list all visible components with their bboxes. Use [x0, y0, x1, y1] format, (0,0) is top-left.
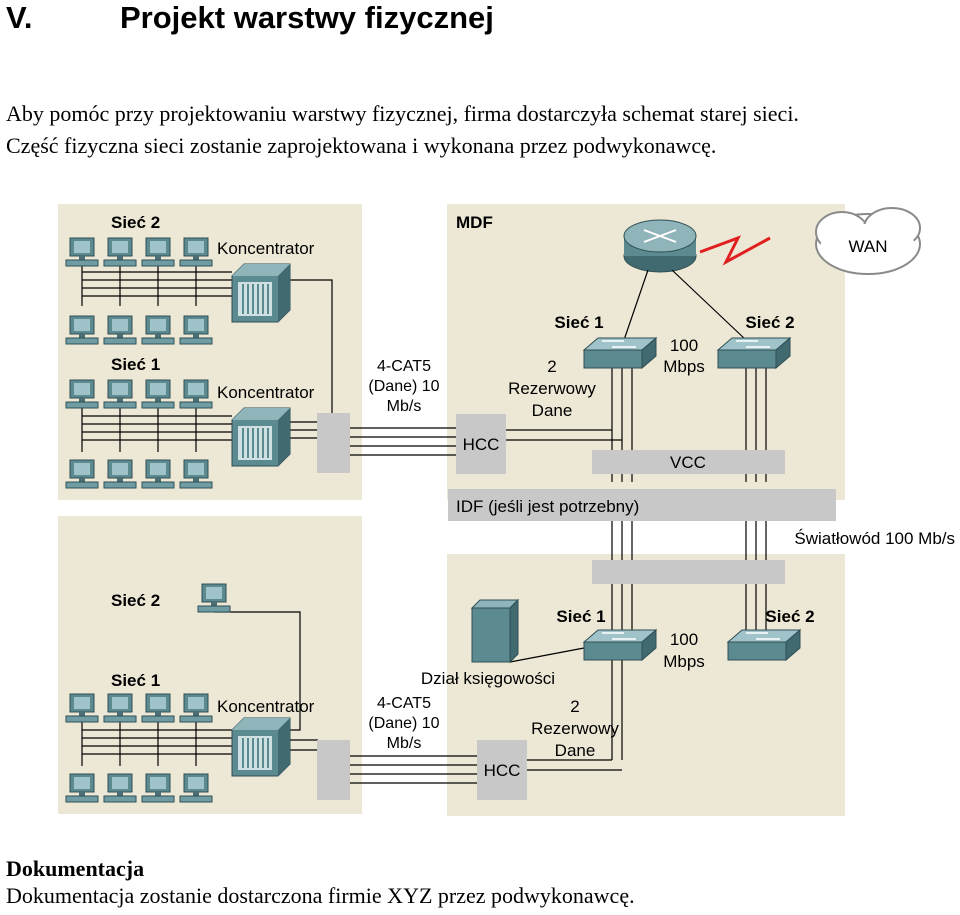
bottom-cable-label-3: Mb/s: [387, 735, 422, 752]
top-cable-label-3: Mb/s: [387, 398, 422, 415]
section-title: Projekt warstwy fizycznej: [120, 0, 494, 35]
network-diagram: Sieć 2 Koncentrator Sieć 1 Koncentrator …: [58, 204, 955, 816]
lower-reserve-label-3: Dane: [555, 741, 596, 760]
computer-icon: [103, 773, 137, 803]
documentation-heading: Dokumentacja: [6, 856, 145, 881]
computer-icon: [103, 379, 137, 409]
bottom-left-hub-label: Koncentrator: [217, 697, 315, 716]
computer-icon: [103, 693, 137, 723]
mdf-label: MDF: [456, 213, 493, 232]
top-left-net2-label: Sieć 2: [111, 213, 160, 232]
computer-icon: [141, 773, 175, 803]
building-top-left-panel: [58, 204, 362, 500]
hcc-box-bottom: [477, 740, 527, 800]
mdf-speed-label-2: Mbps: [663, 357, 705, 376]
patch-panel-bottom: [317, 740, 350, 800]
hcc-label-top: HCC: [463, 435, 500, 454]
section-number: V.: [6, 0, 33, 35]
bottom-left-net1-label: Sieć 1: [111, 671, 160, 690]
computer-icon: [179, 315, 213, 345]
top-left-hub2-label: Koncentrator: [217, 239, 315, 258]
computer-icon: [179, 459, 213, 489]
server-icon: [470, 598, 520, 664]
top-left-net1-label: Sieć 1: [111, 355, 160, 374]
mdf-reserve-label-2: Rezerwowy: [508, 379, 596, 398]
lower-net1-label: Sieć 1: [556, 607, 605, 626]
intro-line-1: Aby pomóc przy projektowaniu warstwy fiz…: [6, 101, 799, 126]
computer-icon: [141, 459, 175, 489]
computer-icon: [141, 315, 175, 345]
bottom-cable-label-1: 4-CAT5: [377, 695, 431, 712]
hub-icon: [231, 407, 291, 467]
wan-link-lightning: [699, 235, 771, 266]
computer-icon: [65, 379, 99, 409]
computer-icon: [197, 583, 231, 613]
intro-line-2: Część fizyczna sieci zostanie zaprojekto…: [6, 133, 717, 158]
computer-icon: [65, 315, 99, 345]
lower-net2-label: Sieć 2: [765, 607, 814, 626]
computer-icon: [179, 379, 213, 409]
switch-icon: [717, 337, 791, 369]
computer-icon: [65, 693, 99, 723]
bottom-left-net2-label: Sieć 2: [111, 591, 160, 610]
fiber-links: [611, 521, 767, 560]
switch-icon: [727, 629, 801, 661]
computer-icon: [141, 693, 175, 723]
bottom-left-cabling: [81, 611, 318, 766]
mdf-reserve-label-3: Dane: [532, 401, 573, 420]
bottom-cable-label-2: (Dane) 10: [368, 715, 439, 732]
router-icon: [623, 219, 697, 273]
intro-paragraph: Aby pomóc przy projektowaniu warstwy fiz…: [6, 98, 956, 162]
accounting-label: Dział księgowości: [421, 669, 555, 688]
wan-label: WAN: [848, 237, 887, 256]
mdf-net2-label: Sieć 2: [745, 313, 794, 332]
patch-panel-top: [317, 413, 350, 473]
computer-icon: [179, 773, 213, 803]
lower-reserve-label-1: 2: [570, 697, 579, 716]
switch-icon: [583, 337, 657, 369]
fiber-label: Światłowód 100 Mb/s: [794, 529, 955, 548]
bottom-cat5-cables: [350, 755, 477, 784]
mdf-reserve-label-1: 2: [547, 357, 556, 376]
computer-icon: [65, 459, 99, 489]
top-left-cabling: [81, 266, 333, 452]
vcc-label: VCC: [670, 453, 706, 472]
computer-icon: [179, 693, 213, 723]
computer-icon: [103, 315, 137, 345]
lower-speed-label-2: Mbps: [663, 652, 705, 671]
computer-icon: [65, 773, 99, 803]
computer-icon: [103, 459, 137, 489]
lower-cabling: [509, 584, 767, 771]
section-heading: V. Projekt warstwy fizycznej: [6, 0, 494, 36]
building-bottom-left-panel: [58, 516, 362, 814]
lower-reserve-label-2: Rezerwowy: [531, 719, 619, 738]
hcc-label-bottom: HCC: [484, 761, 521, 780]
top-cat5-cables: [350, 427, 460, 456]
switch-icon: [583, 629, 657, 661]
lower-vcc-bar: [592, 560, 785, 584]
computer-icon: [141, 237, 175, 267]
vcc-bar: [592, 450, 785, 474]
top-cable-label-1: 4-CAT5: [377, 358, 431, 375]
computer-icon: [179, 237, 213, 267]
hcc-box-top: [456, 414, 506, 474]
computer-icon: [141, 379, 175, 409]
mdf-net1-label: Sieć 1: [554, 313, 603, 332]
top-cable-label-2: (Dane) 10: [368, 378, 439, 395]
mdf-speed-label-1: 100: [670, 336, 698, 355]
lower-speed-label-1: 100: [670, 630, 698, 649]
wan-cloud-icon: [815, 207, 921, 275]
computer-icon: [103, 237, 137, 267]
top-left-hub1-label: Koncentrator: [217, 383, 315, 402]
hub-icon: [231, 717, 291, 777]
documentation-text: Dokumentacja zostanie dostarczona firmie…: [6, 883, 635, 908]
idf-bar: [448, 489, 836, 521]
computer-icon: [65, 237, 99, 267]
hub-icon: [231, 263, 291, 323]
idf-label: IDF (jeśli jest potrzebny): [456, 497, 639, 516]
